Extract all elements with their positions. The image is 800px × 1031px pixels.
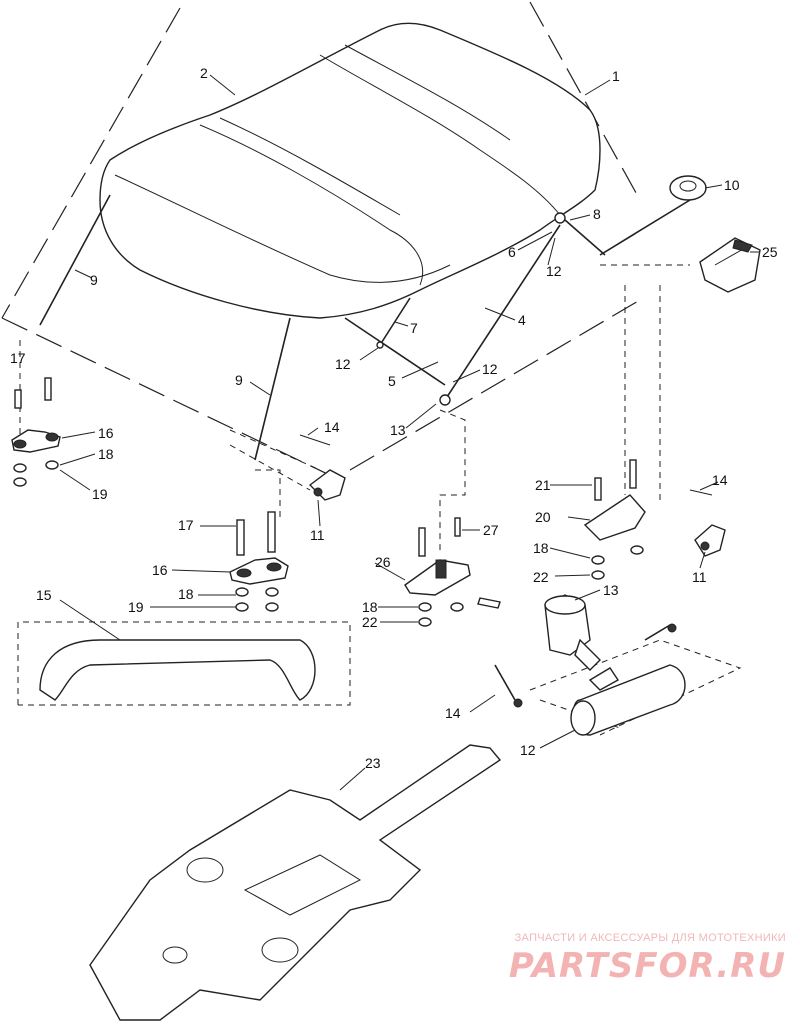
part-12-13-detail <box>494 594 686 736</box>
callout-22-center: 22 <box>362 614 378 630</box>
callout-6: 6 <box>508 244 516 260</box>
callout-18-left: 18 <box>98 446 114 462</box>
callout-11-left: 11 <box>310 527 325 543</box>
callout-4: 4 <box>518 312 526 328</box>
callout-2: 2 <box>200 65 208 81</box>
left-pin-and-clip <box>299 434 346 501</box>
callout-13-detail: 13 <box>603 582 619 598</box>
callout-8: 8 <box>593 206 601 222</box>
callout-1: 1 <box>612 68 620 84</box>
part-23-cover <box>89 744 502 1021</box>
site-watermark: ЗАПЧАСТИ И АКСЕССУАРЫ ДЛЯ МОТОТЕХНИКИ PA… <box>456 932 786 986</box>
left-hinge-set <box>11 377 61 487</box>
watermark-caption: ЗАПЧАСТИ И АКСЕССУАРЫ ДЛЯ МОТОТЕХНИКИ <box>514 932 786 944</box>
part-20-bracket <box>583 459 646 580</box>
assembly-frame-lines <box>1 1 641 481</box>
callout-14-detail: 14 <box>445 705 461 721</box>
callout-12-top: 12 <box>546 263 562 279</box>
callout-17-left: 17 <box>10 350 26 366</box>
callout-22-right: 22 <box>533 569 549 585</box>
watermark-logo: PARTSFOR.RU <box>508 946 786 986</box>
bimini-canopy <box>99 22 601 319</box>
right-pin-and-clip <box>689 489 726 557</box>
callout-9-mid: 9 <box>235 372 243 388</box>
callout-14-left: 14 <box>324 419 340 435</box>
callout-19-left: 19 <box>92 486 108 502</box>
part-15-boot-box <box>17 621 351 706</box>
callout-labels: 1 2 10 25 8 6 12 4 7 12 5 12 13 9 9 17 1… <box>10 65 778 771</box>
callout-25: 25 <box>762 244 778 260</box>
callout-leaders <box>59 74 760 791</box>
callout-16-left: 16 <box>98 425 114 441</box>
callout-11-right: 11 <box>692 569 707 585</box>
callout-10: 10 <box>724 177 740 193</box>
callout-17-mid: 17 <box>178 517 194 533</box>
callout-19-mid: 19 <box>128 599 144 615</box>
callout-12-detail: 12 <box>520 742 536 758</box>
part-10-ring <box>669 175 707 201</box>
callout-18-mid: 18 <box>178 586 194 602</box>
callout-5: 5 <box>388 373 396 389</box>
frame-tubes <box>39 194 691 461</box>
middle-hinge-set <box>229 511 289 612</box>
callout-9-left: 9 <box>90 272 98 288</box>
part-26-base <box>404 517 501 627</box>
callout-16-mid: 16 <box>152 562 168 578</box>
callout-27: 27 <box>483 522 499 538</box>
callout-15: 15 <box>36 587 52 603</box>
callout-13-top: 13 <box>390 422 406 438</box>
callout-26: 26 <box>375 554 391 570</box>
callout-18-center: 18 <box>362 599 378 615</box>
callout-7: 7 <box>410 320 418 336</box>
callout-18-right: 18 <box>533 540 549 556</box>
callout-12-right: 12 <box>482 361 498 377</box>
callout-12-mid: 12 <box>335 356 351 372</box>
callout-14-right: 14 <box>712 472 728 488</box>
callout-21: 21 <box>535 477 551 493</box>
callout-20: 20 <box>535 509 551 525</box>
part-25-clamp <box>699 237 761 293</box>
callout-23: 23 <box>365 755 381 771</box>
